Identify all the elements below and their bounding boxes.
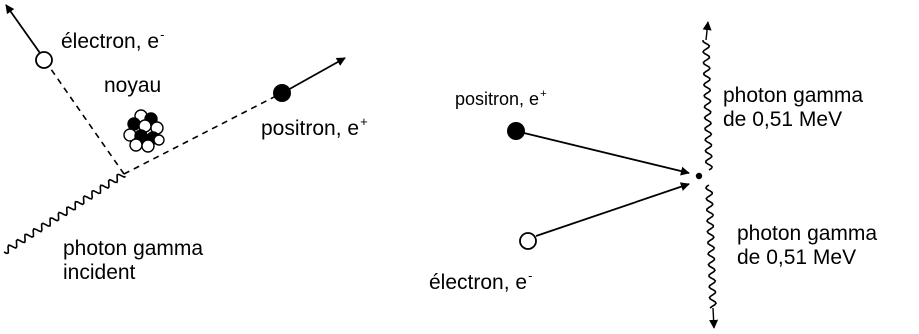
positron-filled-circle xyxy=(273,84,291,102)
right-photon-down-label: photon gamma de 0,51 MeV xyxy=(737,222,878,270)
left-positron-label: positron, e+ xyxy=(261,113,368,140)
positron-filled-circle xyxy=(507,122,525,140)
annihilation-point xyxy=(695,172,703,180)
electron-direction-arrow xyxy=(5,4,41,54)
electron-open-circle xyxy=(519,232,537,250)
electron-track-dashed xyxy=(45,61,125,175)
photon-up-wave xyxy=(702,40,714,171)
photon-down-wave xyxy=(704,184,717,309)
incident-photon-wave xyxy=(3,173,126,255)
right-electron-label: électron, e- xyxy=(429,267,533,294)
right-photon-up-label: photon gamma de 0,51 MeV xyxy=(723,84,864,132)
left-nucleus-label: noyau xyxy=(104,74,162,97)
nucleus-icon xyxy=(123,109,165,153)
positron-incoming-arrow xyxy=(523,132,690,176)
left-electron-label: électron, e- xyxy=(61,26,165,53)
electron-open-circle xyxy=(35,51,53,69)
electron-incoming-arrow xyxy=(535,182,690,237)
left-panel xyxy=(3,4,346,255)
right-panel xyxy=(507,21,719,329)
right-positron-label: positron, e+ xyxy=(455,88,547,109)
left-incident-photon-label: photon gamma incident xyxy=(63,237,204,285)
photon-up-arrowhead xyxy=(702,21,712,41)
positron-direction-arrow xyxy=(285,57,346,92)
photon-down-arrowhead xyxy=(709,307,719,329)
